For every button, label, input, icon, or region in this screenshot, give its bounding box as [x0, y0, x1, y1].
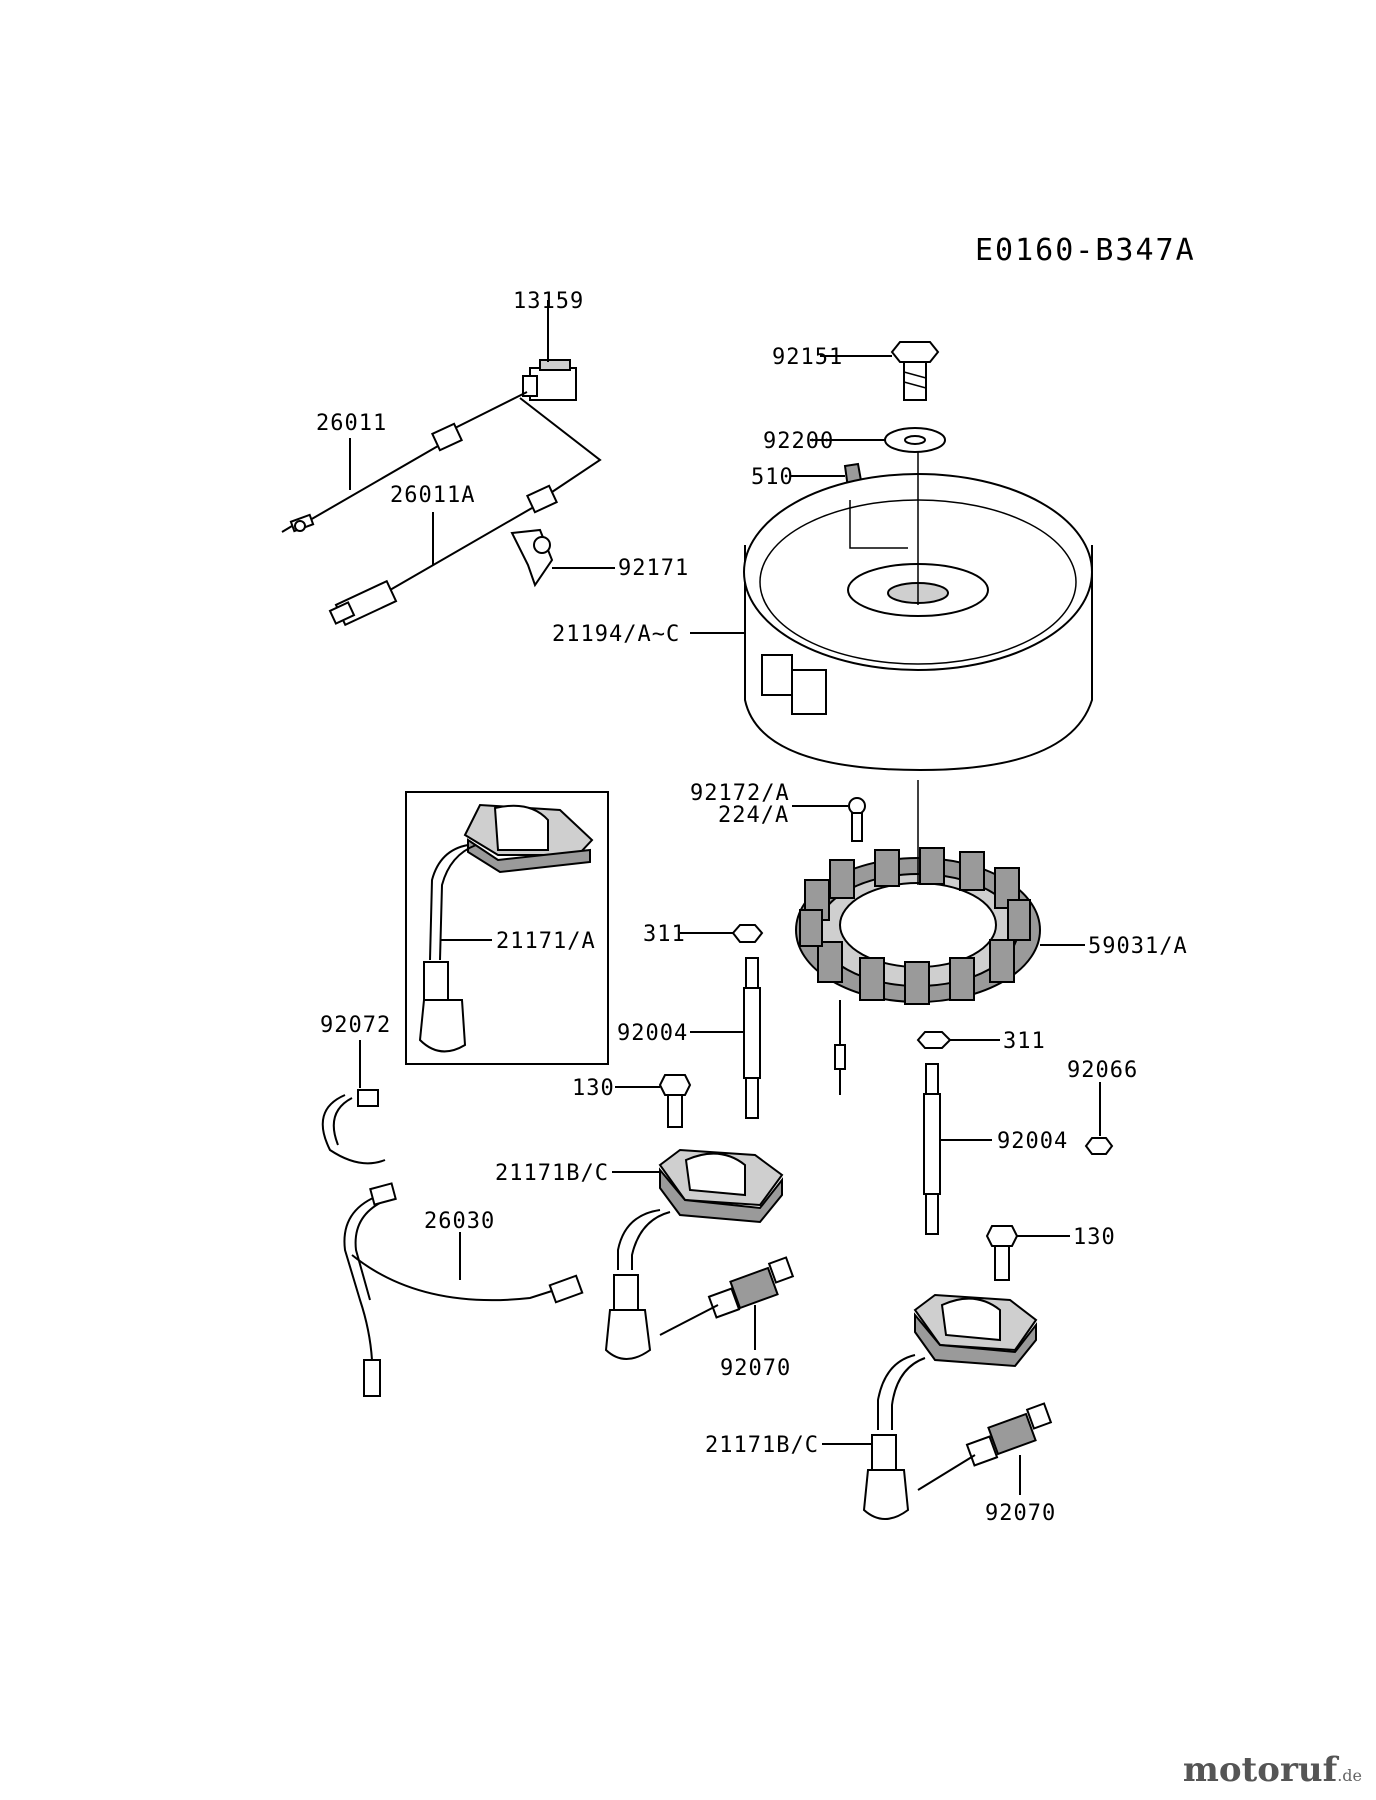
nut-311-right	[916, 1031, 1000, 1049]
sparkplug-92070-right	[917, 1402, 1053, 1495]
watermark-tld: .de	[1337, 1766, 1362, 1785]
flywheel-21194	[690, 452, 1093, 772]
clamp-92171	[510, 528, 615, 588]
connector-13159	[522, 300, 577, 401]
label-92066: 92066	[1067, 1058, 1138, 1083]
label-510: 510	[751, 465, 794, 490]
wire-26011A	[328, 397, 602, 627]
label-92171: 92171	[618, 556, 689, 581]
label-92070-left: 92070	[720, 1356, 791, 1381]
label-224: 224/A	[718, 803, 789, 828]
label-21171A: 21171/A	[496, 929, 596, 954]
label-13159: 13159	[513, 289, 584, 314]
screw-92172	[792, 797, 866, 842]
label-130-right: 130	[1073, 1225, 1116, 1250]
coil-21171BC-left	[604, 1148, 784, 1360]
stud-92004-left	[690, 957, 761, 1119]
wire-26011	[281, 391, 528, 533]
stud-92004-right	[923, 1063, 992, 1235]
label-26011: 26011	[316, 411, 387, 436]
label-92004-left: 92004	[617, 1021, 688, 1046]
label-92151: 92151	[772, 345, 843, 370]
label-21171BC-right: 21171B/C	[705, 1433, 819, 1458]
coil-21171BC-right	[822, 1293, 1038, 1520]
bolt-92151	[820, 341, 940, 401]
diagram-code: E0160-B347A	[975, 233, 1196, 268]
watermark-logo: motoruf.de	[1183, 1750, 1362, 1790]
nut-92066	[1084, 1082, 1114, 1155]
label-130-left: 130	[572, 1076, 615, 1101]
label-92070-right: 92070	[985, 1501, 1056, 1526]
washer-92200	[810, 427, 946, 453]
inset-coil-21171A	[405, 791, 609, 1065]
label-92172: 92172/A	[690, 781, 790, 806]
label-92072: 92072	[320, 1013, 391, 1038]
label-21194: 21194/A~C	[552, 622, 680, 647]
label-92004-right: 92004	[997, 1129, 1068, 1154]
bolt-130-right	[985, 1225, 1070, 1281]
label-21171BC-left: 21171B/C	[495, 1161, 609, 1186]
bolt-130-left	[615, 1074, 692, 1128]
watermark-brand: motoruf	[1182, 1750, 1338, 1790]
sparkplug-92070-left	[659, 1256, 795, 1350]
label-311-right: 311	[1003, 1029, 1046, 1054]
label-26011A: 26011A	[390, 483, 475, 508]
wire-26030	[343, 1182, 584, 1397]
label-311-left: 311	[643, 922, 686, 947]
stator-59031	[795, 780, 1085, 1095]
label-59031: 59031/A	[1088, 934, 1188, 959]
label-92200: 92200	[763, 429, 834, 454]
nut-311-left	[680, 924, 764, 943]
label-26030: 26030	[424, 1209, 495, 1234]
clip-92072	[321, 1040, 386, 1165]
